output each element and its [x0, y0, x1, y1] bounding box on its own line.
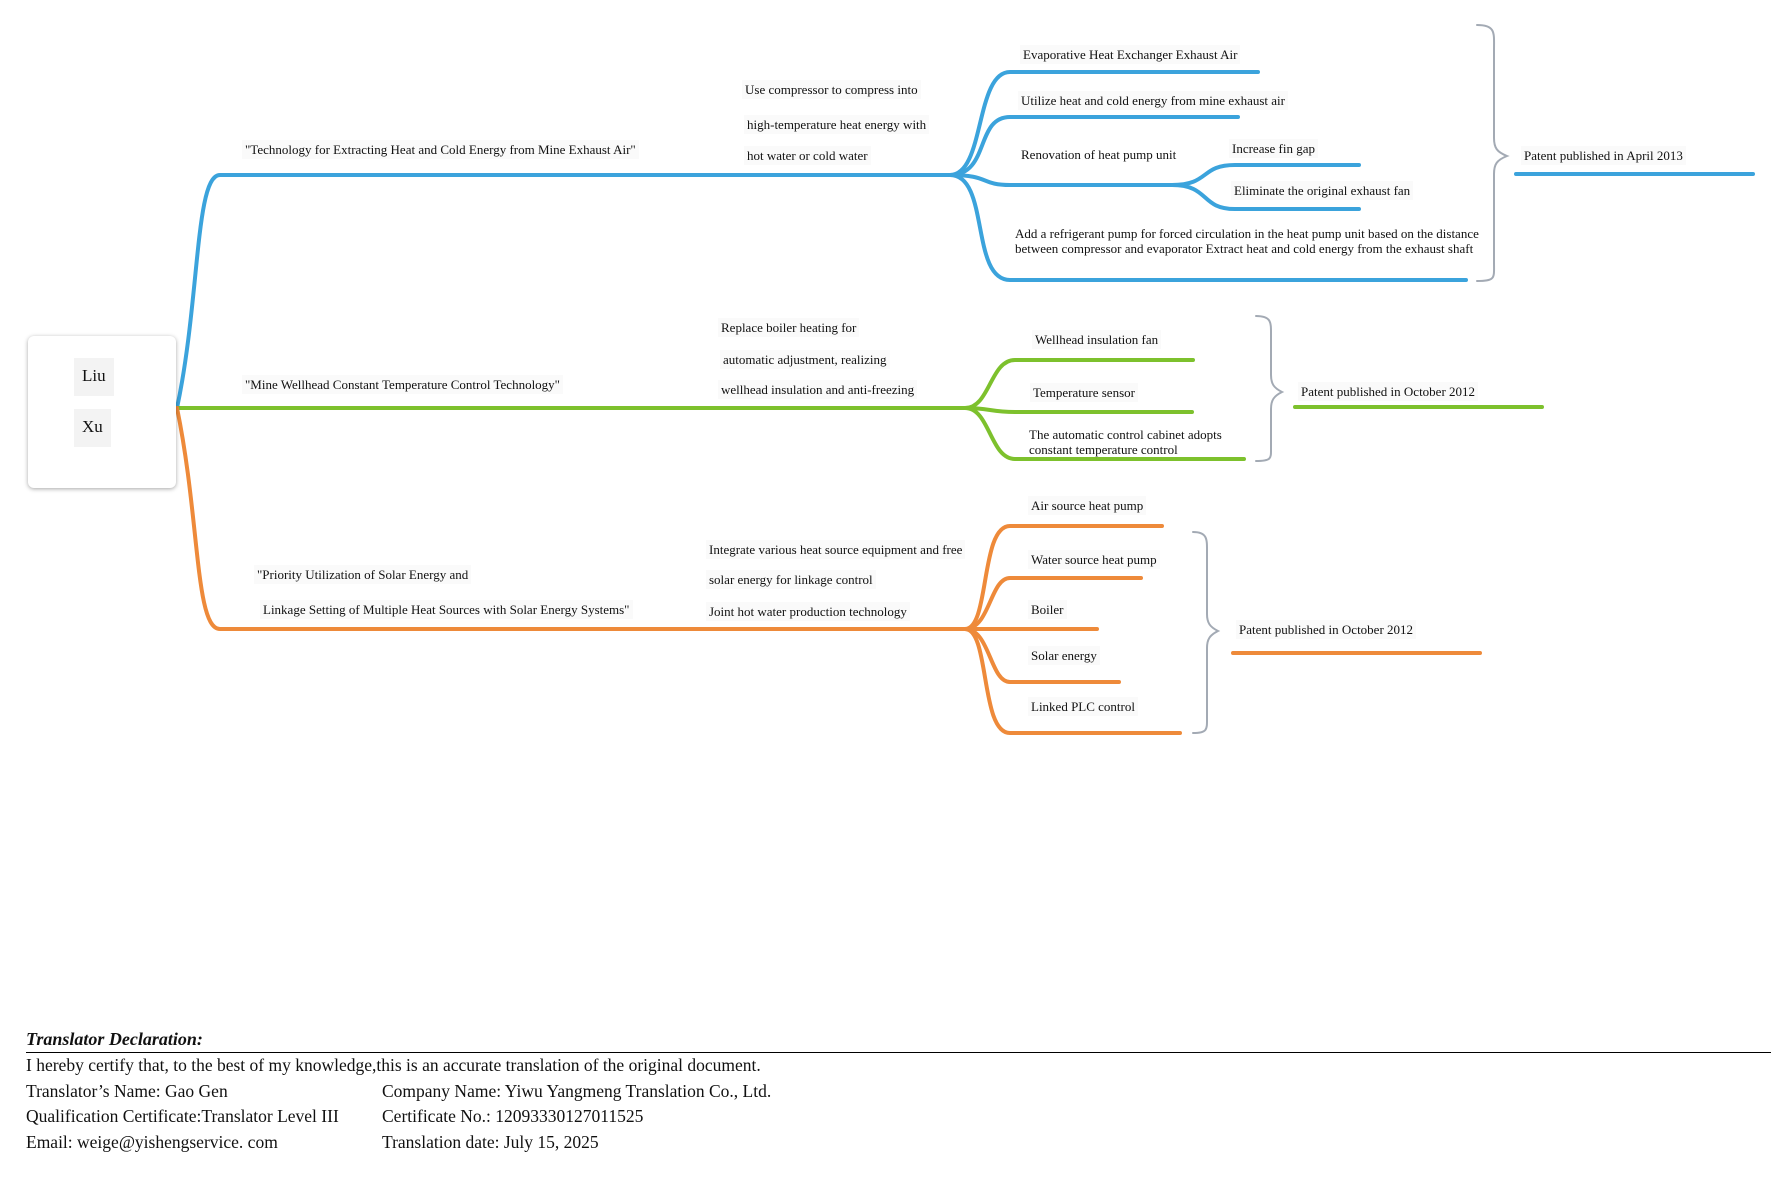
branch-2-bracket	[1255, 315, 1285, 462]
branch-3-title-line-2[interactable]: Linkage Setting of Multiple Heat Sources…	[260, 600, 633, 619]
branch-1-title[interactable]: "Technology for Extracting Heat and Cold…	[242, 140, 639, 159]
root-name-line-1: Liu	[74, 358, 114, 396]
branch-2-summary-line-2: automatic adjustment, realizing	[720, 350, 890, 369]
branch-1-fork-item-2	[948, 115, 1240, 177]
branch-1-item-3[interactable]: Renovation of heat pump unit	[1021, 147, 1177, 162]
branch-1-summary-line-1: Use compressor to compress into	[742, 80, 921, 99]
branch-3-bracket	[1192, 531, 1221, 734]
translation-date: Translation date: July 15, 2025	[382, 1131, 599, 1152]
branch-3-item-1[interactable]: Air source heat pump	[1028, 496, 1147, 515]
qualification-certificate: Qualification Certificate:Translator Lev…	[26, 1106, 339, 1126]
branch-1-connectors	[175, 70, 1755, 410]
branch-1-fork-item-3	[948, 173, 1174, 187]
branch-2-fork-item-2	[963, 406, 1194, 414]
branch-3-fork-item-5	[963, 627, 1182, 735]
branch-3-fork-item-2	[963, 576, 1143, 631]
declaration-row-2: Qualification Certificate:Translator Lev…	[26, 1104, 1771, 1130]
branch-2-summary-line-3: wellhead insulation and anti-freezing	[718, 380, 918, 399]
branch-3-item-5[interactable]: Linked PLC control	[1028, 697, 1138, 716]
branch-1-summary-line-3: hot water or cold water	[744, 146, 871, 165]
branch-2-fork-item-3	[963, 406, 1246, 461]
branch-3-connectors	[175, 406, 1482, 735]
branch-1-item-2[interactable]: Utilize heat and cold energy from mine e…	[1018, 91, 1288, 110]
branch-1-note: Patent published in April 2013	[1521, 146, 1686, 165]
branch-1-trunk	[175, 173, 952, 410]
branch-3-summary-line-3: Joint hot water production technology	[706, 602, 910, 621]
declaration-row-3: Email: weige@yishengservice. com Transla…	[26, 1130, 1771, 1156]
branch-3-item-4[interactable]: Solar energy	[1028, 646, 1100, 665]
declaration-statement-line: I hereby certify that, to the best of my…	[26, 1053, 1771, 1079]
branch-3-trunk	[175, 406, 967, 631]
branch-1-item-1[interactable]: Evaporative Heat Exchanger Exhaust Air	[1020, 45, 1241, 64]
branch-1-sub-item-1[interactable]: Increase fin gap	[1229, 139, 1319, 158]
branch-2-item-1[interactable]: Wellhead insulation fan	[1032, 330, 1162, 349]
branch-3-summary-line-1: Integrate various heat source equipment …	[706, 540, 966, 559]
branch-1-fork-item-1	[948, 70, 1260, 177]
branch-2-connectors	[175, 358, 1544, 461]
translator-name: Translator’s Name: Gao Gen	[26, 1080, 228, 1101]
branch-3-fork-item-1	[963, 524, 1164, 631]
branch-3-note: Patent published in October 2012	[1236, 620, 1417, 639]
branch-2-summary-line-1: Replace boiler heating for	[718, 318, 860, 337]
branch-3-item-3[interactable]: Boiler	[1028, 600, 1067, 619]
branch-1-fork-item-4	[948, 173, 1468, 282]
declaration-title: Translator Declaration:	[26, 1028, 1771, 1053]
branch-1-bracket	[1476, 24, 1510, 282]
branch-1-summary-line-2: high-temperature heat energy with	[744, 115, 930, 134]
branch-1-fork-sub-2	[1170, 183, 1361, 211]
root-node[interactable]: Liu Xu	[28, 336, 176, 488]
branch-2-item-2[interactable]: Temperature sensor	[1030, 383, 1138, 402]
branch-2-title[interactable]: "Mine Wellhead Constant Temperature Cont…	[242, 375, 563, 394]
company-name: Company Name: Yiwu Yangmeng Translation …	[382, 1080, 772, 1101]
branch-2-note: Patent published in October 2012	[1298, 382, 1479, 401]
branch-2-fork-item-1	[963, 358, 1195, 410]
declaration-row-1: Translator’s Name: Gao Gen Company Name:…	[26, 1079, 1771, 1105]
branch-3-item-2[interactable]: Water source heat pump	[1028, 550, 1160, 569]
branch-3-summary-line-2: solar energy for linkage control	[706, 570, 876, 589]
branch-1-sub-item-2[interactable]: Eliminate the original exhaust fan	[1231, 181, 1414, 200]
email[interactable]: Email: weige@yishengservice. com	[26, 1131, 278, 1152]
branch-3-title-line-1[interactable]: "Priority Utilization of Solar Energy an…	[254, 565, 472, 584]
certificate-number: Certificate No.: 12093330127011525	[382, 1106, 644, 1126]
branch-2-item-3[interactable]: The automatic control cabinet adopts con…	[1029, 427, 1222, 457]
translator-declaration: Translator Declaration: I hereby certify…	[26, 1028, 1771, 1155]
root-name-line-2: Xu	[74, 409, 111, 447]
branch-1-item-4[interactable]: Add a refrigerant pump for forced circul…	[1015, 226, 1479, 256]
declaration-statement: I hereby certify that, to the best of my…	[26, 1055, 761, 1075]
